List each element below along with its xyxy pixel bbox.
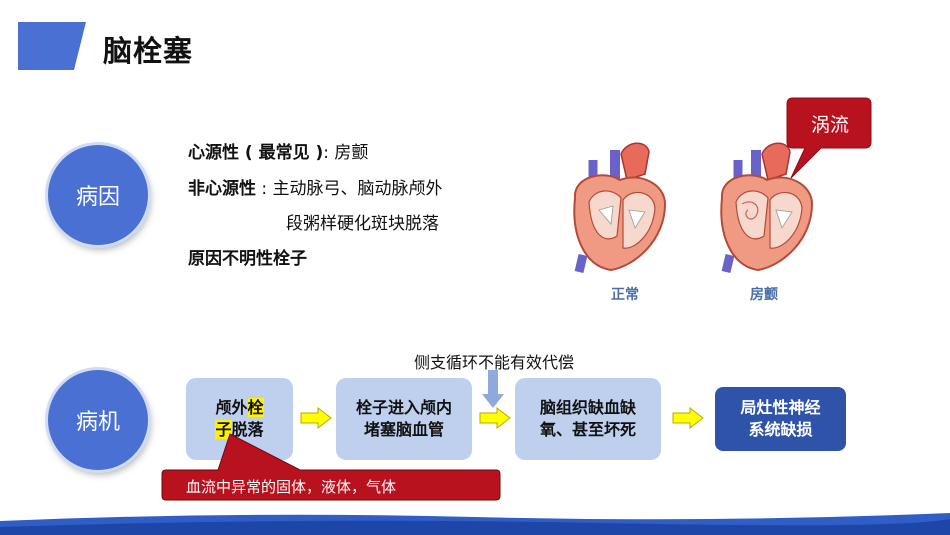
flow-step1-part-d: 脱落 bbox=[231, 420, 264, 439]
flow-step1-highlight-b: 子 bbox=[215, 420, 232, 439]
flow-step4-line2: 系统缺损 bbox=[748, 420, 813, 439]
bottom-wave-decoration bbox=[0, 513, 950, 535]
normal-heart-image bbox=[573, 142, 667, 274]
cause-cardiogenic-rest: : 房颤 bbox=[323, 143, 369, 163]
flow-step-neuro-deficit: 局灶性神经 系统缺损 bbox=[715, 387, 846, 451]
flow-step-ischemia: 脑组织缺血缺 氧、甚至坏死 bbox=[515, 378, 661, 460]
down-arrow-icon bbox=[482, 370, 504, 408]
cause-line-noncardiogenic: 非心源性 : 主动脉弓、脑动脉颅外 bbox=[188, 174, 443, 199]
right-arrow-icon bbox=[479, 407, 511, 429]
collateral-note: 侧支循环不能有效代偿 bbox=[414, 353, 575, 372]
flow-step1-part-a: 颅外 bbox=[215, 398, 248, 417]
emboli-note: 血流中异常的固体，液体，气体 bbox=[186, 478, 397, 496]
vortex-label: 涡流 bbox=[810, 114, 849, 136]
flow-step4-line1: 局灶性神经 bbox=[740, 398, 821, 417]
page-title: 脑栓塞 bbox=[103, 34, 194, 68]
right-arrow-icon bbox=[672, 407, 704, 429]
af-heart-caption: 房颤 bbox=[750, 287, 778, 303]
mechanism-label: 病机 bbox=[75, 410, 120, 435]
cause-line-unknown: 原因不明性栓子 bbox=[188, 244, 307, 269]
mechanism-circle: 病机 bbox=[48, 370, 148, 470]
flow-step-extracranial: 颅外栓 子脱落 bbox=[186, 378, 293, 460]
normal-heart-caption: 正常 bbox=[611, 287, 639, 303]
flow-step2-line2: 堵塞脑血管 bbox=[363, 420, 444, 439]
cause-unknown-bold: 原因不明性栓子 bbox=[188, 249, 307, 269]
right-arrow-icon bbox=[300, 407, 332, 429]
vortex-callout-shape bbox=[786, 97, 872, 179]
title-accent-shape bbox=[18, 22, 86, 70]
flow-step-intracranial: 栓子进入颅内 堵塞脑血管 bbox=[336, 378, 472, 460]
cause-line-plaque: 段粥样硬化斑块脱落 bbox=[286, 214, 439, 234]
flow-step1-highlight-a: 栓 bbox=[247, 398, 264, 417]
flow-step3-line2: 氧、甚至坏死 bbox=[539, 420, 636, 439]
cause-noncardiogenic-bold: 非心源性 bbox=[188, 179, 256, 199]
af-heart-image bbox=[720, 142, 814, 274]
flow-step2-line1: 栓子进入颅内 bbox=[355, 398, 452, 417]
cause-line-cardiogenic: 心源性 ( 最常见 ): 房颤 bbox=[188, 138, 368, 163]
emboli-callout-shape bbox=[161, 433, 501, 501]
cause-noncardiogenic-rest: : 主动脉弓、脑动脉颅外 bbox=[256, 179, 443, 199]
cause-circle: 病因 bbox=[48, 145, 148, 245]
flow-step3-line1: 脑组织缺血缺 bbox=[539, 398, 636, 417]
cause-cardiogenic-bold: 心源性 ( 最常见 ) bbox=[188, 143, 324, 163]
cause-label: 病因 bbox=[75, 185, 120, 210]
